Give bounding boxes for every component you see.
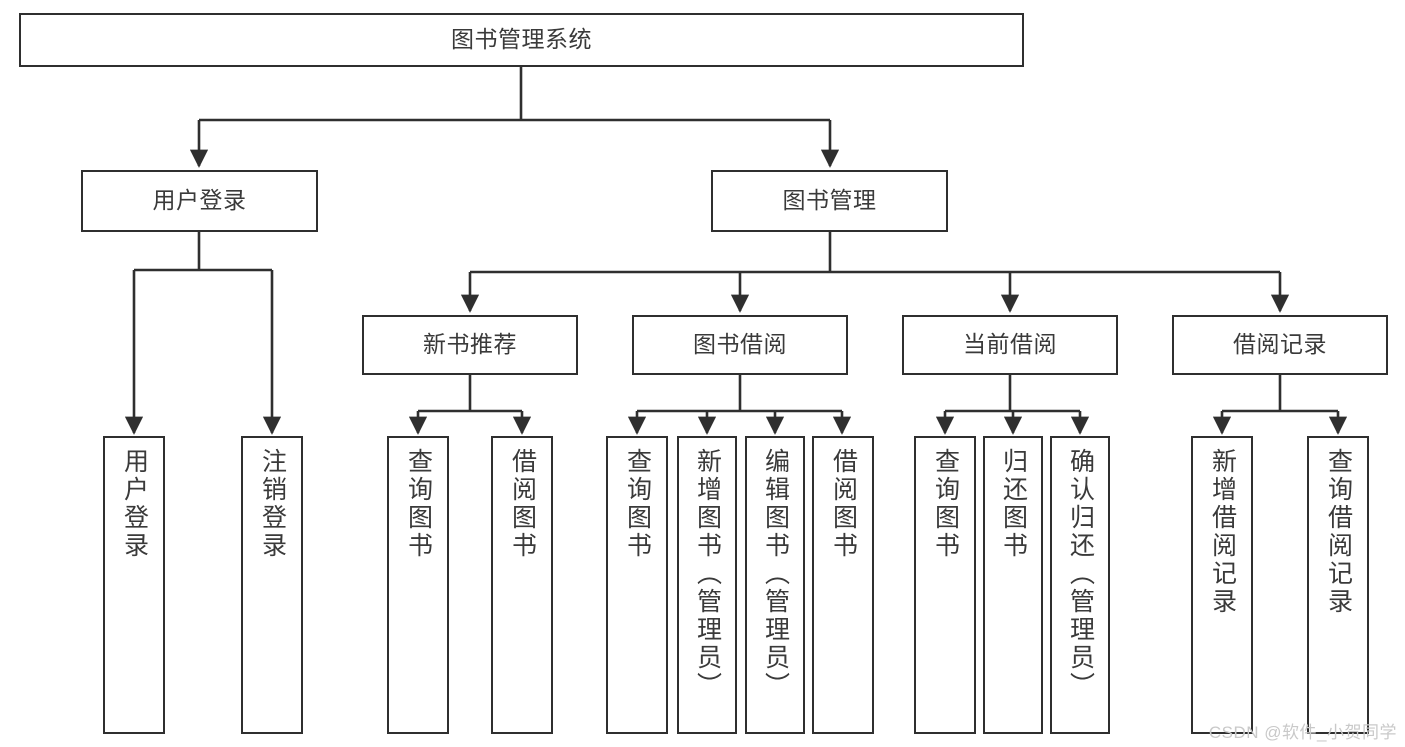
node-label: 编辑图书（管理员） (761, 448, 790, 700)
node-label: 查询图书 (623, 448, 652, 560)
node-label: 新书推荐 (423, 331, 517, 358)
node-leaf-add-record[interactable]: 新增借阅记录 (1191, 436, 1253, 734)
node-label: 查询图书 (404, 448, 433, 560)
node-leaf-query-record[interactable]: 查询借阅记录 (1307, 436, 1369, 734)
node-book-manage[interactable]: 图书管理 (711, 170, 948, 232)
node-label: 用户登录 (152, 187, 247, 214)
node-label: 归还图书 (999, 448, 1028, 560)
node-leaf-query-book-3[interactable]: 查询图书 (914, 436, 976, 734)
node-label: 图书管理 (782, 187, 877, 214)
node-new-book-rec[interactable]: 新书推荐 (362, 315, 578, 375)
node-book-borrow[interactable]: 图书借阅 (632, 315, 848, 375)
node-leaf-query-book-1[interactable]: 查询图书 (387, 436, 449, 734)
node-label: 借阅图书 (508, 448, 537, 560)
node-borrow-record[interactable]: 借阅记录 (1172, 315, 1388, 375)
node-label: 图书管理系统 (451, 26, 592, 53)
node-label: 确认归还（管理员） (1066, 448, 1095, 700)
node-label: 借阅图书 (829, 448, 858, 560)
node-root-system[interactable]: 图书管理系统 (19, 13, 1024, 67)
node-user-login[interactable]: 用户登录 (81, 170, 318, 232)
node-leaf-user-login[interactable]: 用户登录 (103, 436, 165, 734)
node-label: 新增借阅记录 (1208, 448, 1237, 616)
node-label: 查询图书 (931, 448, 960, 560)
node-leaf-logout[interactable]: 注销登录 (241, 436, 303, 734)
node-leaf-add-book[interactable]: 新增图书（管理员） (677, 436, 737, 734)
node-label: 查询借阅记录 (1324, 448, 1353, 616)
node-label: 当前借阅 (963, 331, 1057, 358)
node-leaf-query-book-2[interactable]: 查询图书 (606, 436, 668, 734)
node-leaf-borrow-book-1[interactable]: 借阅图书 (491, 436, 553, 734)
node-leaf-confirm-return[interactable]: 确认归还（管理员） (1050, 436, 1110, 734)
node-label: 注销登录 (258, 448, 287, 560)
node-leaf-return-book[interactable]: 归还图书 (983, 436, 1043, 734)
node-label: 借阅记录 (1233, 331, 1327, 358)
node-label: 用户登录 (120, 448, 149, 560)
node-leaf-edit-book[interactable]: 编辑图书（管理员） (745, 436, 805, 734)
node-current-borrow[interactable]: 当前借阅 (902, 315, 1118, 375)
node-label: 图书借阅 (693, 331, 787, 358)
watermark-text: CSDN @软件_小贺同学 (1208, 723, 1397, 742)
node-leaf-borrow-book-2[interactable]: 借阅图书 (812, 436, 874, 734)
node-label: 新增图书（管理员） (693, 448, 722, 700)
